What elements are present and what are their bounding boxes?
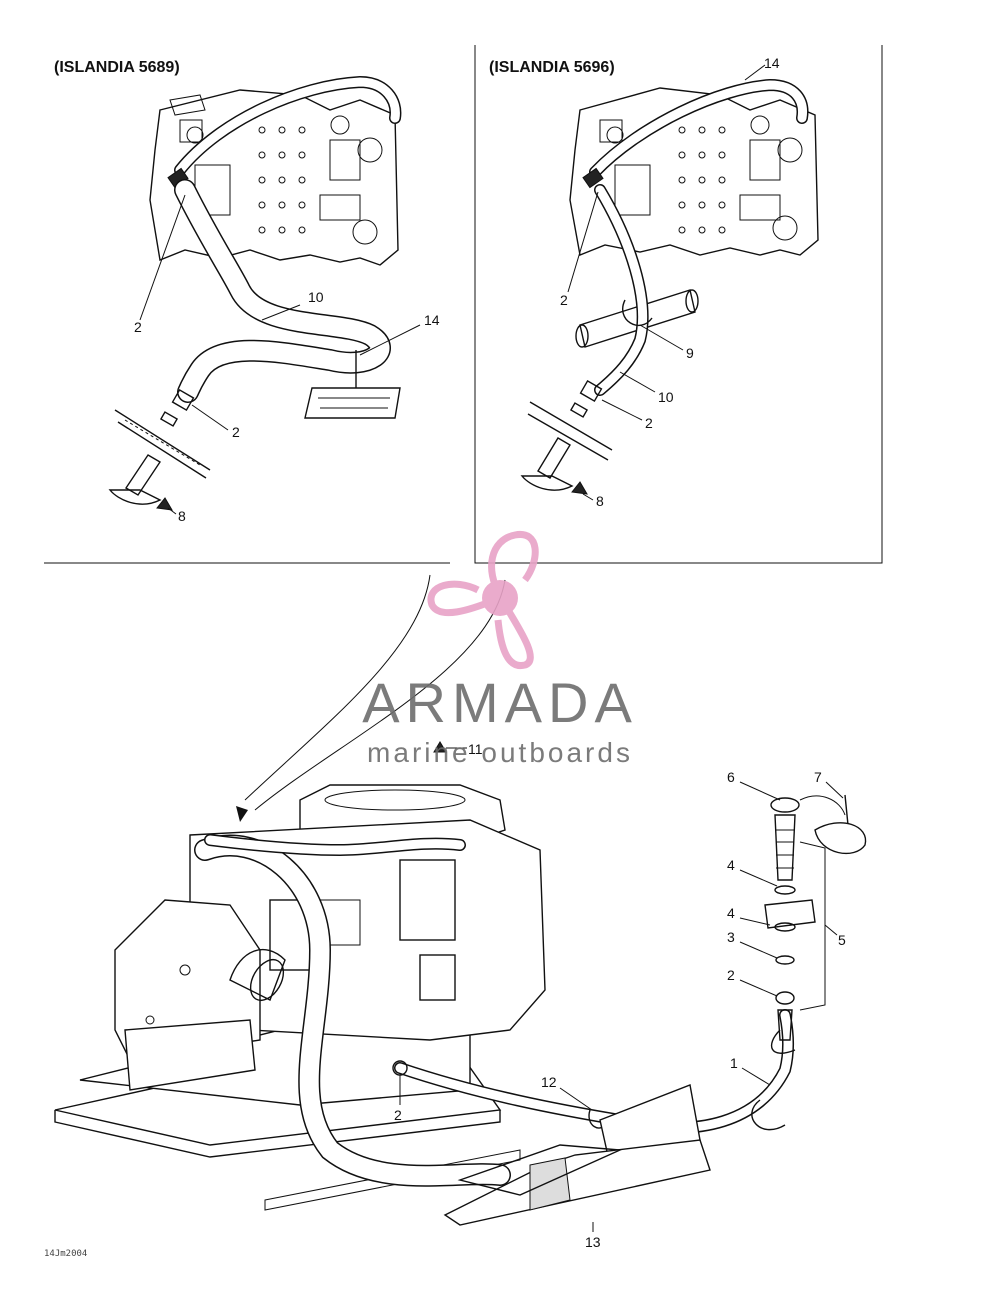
inset-islandia-5689: (ISLANDIA 5689) (44, 59, 450, 564)
main-assembly: 11 6 7 4 4 3 2 5 1 12 2 13 (54, 741, 867, 1250)
callout-main-5: 5 (838, 932, 846, 948)
inset-left-cable-tie-mount (304, 350, 401, 419)
sealant-patch (529, 1157, 571, 1211)
callout-main-13: 13 (585, 1234, 601, 1250)
inset-left-fitting-stack (108, 388, 211, 511)
inset-right-engine-block (569, 87, 819, 256)
callout-main-12: 12 (541, 1074, 557, 1090)
watermark-brand: ARMADA (362, 671, 638, 734)
watermark-tagline: marine outboards (367, 737, 633, 768)
callout-main-4a: 4 (727, 857, 735, 873)
inset-left-cap-icon (156, 497, 173, 511)
armada-watermark: ARMADA marine outboards (362, 531, 638, 768)
deck-fitting-assembly (764, 794, 867, 1041)
cable-tie-1-icon (751, 1099, 786, 1131)
document-id: 14Jm2004 (44, 1249, 87, 1259)
fuel-cap-11-icon (433, 741, 447, 753)
callout-main-7: 7 (814, 769, 822, 785)
callout-left-2a: 2 (134, 319, 142, 335)
callout-main-2a: 2 (727, 967, 735, 983)
propeller-logo-icon (427, 531, 539, 669)
callout-right-10: 10 (658, 389, 674, 405)
callout-left-2b: 2 (232, 424, 240, 440)
pointer-arrowhead-icon (236, 806, 248, 822)
callout-left-8: 8 (178, 508, 186, 524)
callout-right-2b: 2 (645, 415, 653, 431)
inset-right-cap-icon (571, 481, 588, 495)
callout-right-14: 14 (764, 55, 780, 71)
inset-pointer-left (244, 574, 431, 801)
inset-right-fitting-stack (520, 379, 613, 495)
inset-right-title: (ISLANDIA 5696) (489, 59, 615, 76)
callout-right-2a: 2 (560, 292, 568, 308)
callout-main-11: 11 (468, 741, 483, 757)
callout-main-6: 6 (727, 769, 735, 785)
bracket-5 (799, 841, 826, 1011)
callout-right-9: 9 (686, 345, 694, 361)
inset-right-border (474, 45, 883, 564)
inset-right-cable-tie (622, 299, 653, 327)
callout-main-1: 1 (730, 1055, 738, 1071)
callout-right-8: 8 (596, 493, 604, 509)
inset-islandia-5696: (ISLANDIA 5696) (474, 45, 883, 564)
callout-left-14: 14 (424, 312, 440, 328)
inset-left-title: (ISLANDIA 5689) (54, 59, 180, 76)
inset-pointer-right (254, 579, 506, 811)
callout-left-10: 10 (308, 289, 324, 305)
callout-main-3: 3 (727, 929, 735, 945)
callout-main-2b: 2 (394, 1107, 402, 1123)
inset-right-clamp-icon (582, 167, 604, 189)
fill-cap-icon (770, 797, 800, 813)
callout-main-4b: 4 (727, 905, 735, 921)
